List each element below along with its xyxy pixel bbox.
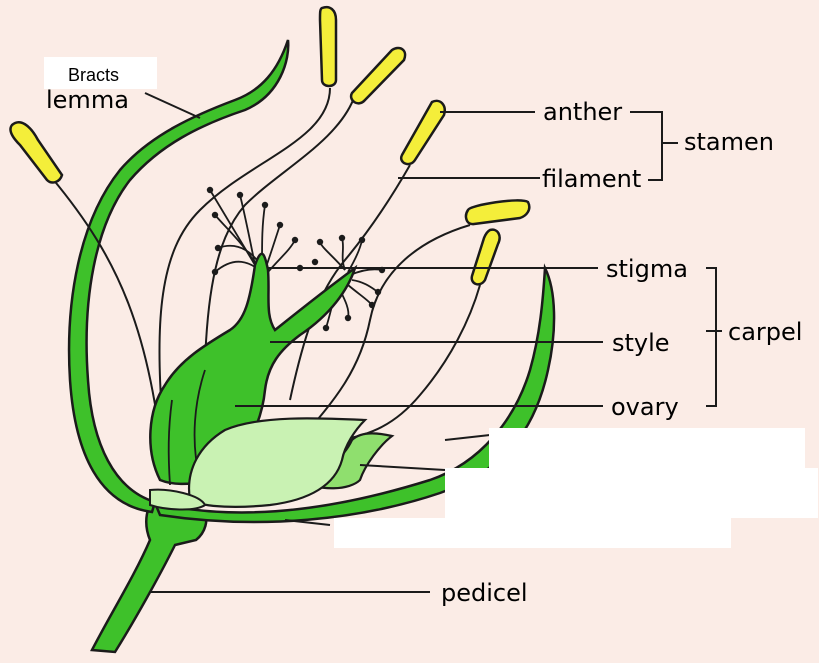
ovary-label: ovary <box>611 393 679 421</box>
pedicel-stem <box>92 505 206 652</box>
blank-label-box-3 <box>334 518 731 548</box>
stigma-tips <box>207 187 385 331</box>
stamen-label: stamen <box>684 128 774 156</box>
bracts-label: Bracts <box>68 65 119 85</box>
blank-label-box-1 <box>489 428 805 468</box>
carpel-label: carpel <box>728 318 802 346</box>
style-label: style <box>612 329 670 357</box>
lemma-partial-label: lemma <box>46 86 129 114</box>
filament-label: filament <box>542 165 641 193</box>
blank-label-box-2 <box>445 468 818 518</box>
stigma-branches <box>210 190 382 328</box>
stigma-label: stigma <box>606 255 688 283</box>
anther-label: anther <box>543 98 622 126</box>
pedicel-label: pedicel <box>441 579 528 607</box>
